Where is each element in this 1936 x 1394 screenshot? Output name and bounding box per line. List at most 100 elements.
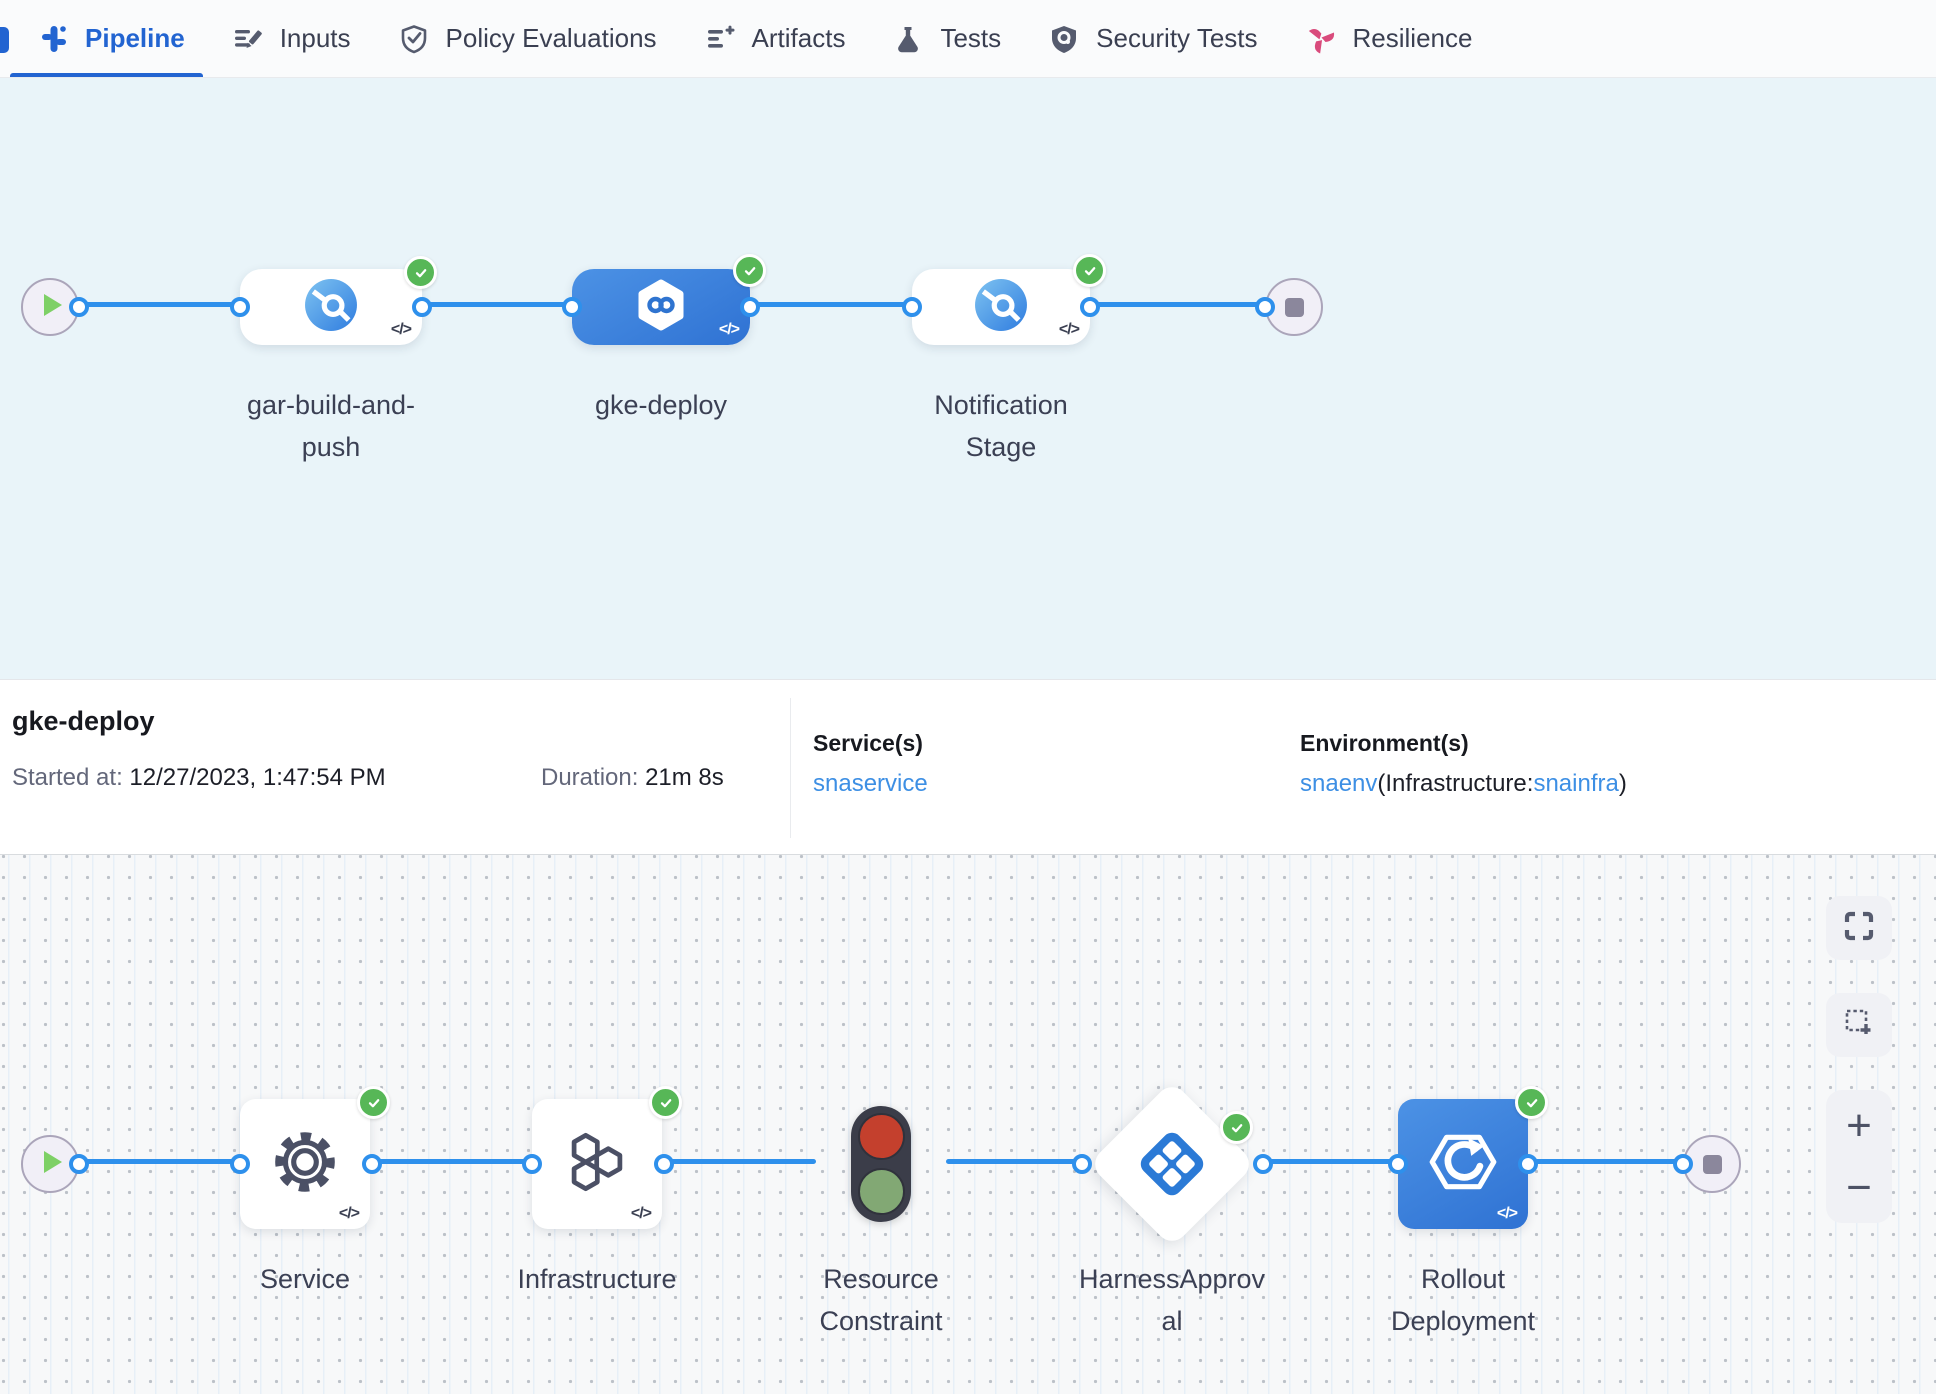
- port-dot: [412, 297, 432, 317]
- tab-tests[interactable]: Tests: [893, 0, 1001, 77]
- fullscreen-icon: [1843, 910, 1875, 947]
- stage-details-title: gke-deploy: [12, 706, 155, 736]
- environments-header: Environment(s): [1300, 730, 1469, 756]
- edge: [1263, 1159, 1398, 1164]
- tab-pipeline[interactable]: Pipeline: [10, 0, 203, 77]
- details-divider: [790, 698, 791, 838]
- clipped-nav-icon: [0, 27, 9, 53]
- success-badge: [1515, 1086, 1548, 1119]
- pipeline-end-node: [1265, 278, 1323, 336]
- port-dot: [1388, 1154, 1408, 1174]
- success-badge: [404, 256, 437, 289]
- infrastructure-hexagons-icon: [559, 1124, 635, 1205]
- environment-link[interactable]: snaenv: [1300, 770, 1378, 797]
- stage-graph-canvas[interactable]: [0, 78, 1936, 679]
- custom-stage-icon: [974, 278, 1028, 337]
- port-dot: [230, 1154, 250, 1174]
- code-glyph: </>: [1058, 321, 1080, 338]
- pipeline-start-node: [21, 278, 79, 336]
- port-dot: [562, 297, 582, 317]
- zoom-out-button[interactable]: −: [1846, 1163, 1872, 1212]
- tests-icon: [893, 24, 923, 54]
- resource-constraint-traffic-light-icon[interactable]: [851, 1106, 911, 1222]
- port-dot: [1255, 297, 1275, 317]
- traffic-light-green: [857, 1168, 905, 1215]
- stage-node-gar-build-and-push[interactable]: </>: [240, 269, 422, 345]
- services-header: Service(s): [813, 730, 923, 756]
- step-label-resource-constraint: Resource Constraint: [819, 1264, 943, 1336]
- port-dot: [230, 297, 250, 317]
- port-dot: [1673, 1154, 1693, 1174]
- stop-icon: [1284, 297, 1304, 317]
- execution-tab-bar: Pipeline Inputs Policy Evaluations Artif…: [0, 0, 1936, 78]
- zoom-in-button[interactable]: +: [1846, 1101, 1872, 1150]
- tab-resilience[interactable]: Resilience: [1306, 0, 1473, 77]
- tab-artifacts[interactable]: Artifacts: [705, 0, 846, 77]
- traffic-light-red: [857, 1113, 905, 1160]
- edge: [79, 1159, 240, 1164]
- port-dot: [69, 297, 89, 317]
- infrastructure-link[interactable]: snainfra: [1533, 770, 1619, 797]
- port-dot: [362, 1154, 382, 1174]
- policy-evaluations-icon: [399, 24, 429, 54]
- tab-label: Resilience: [1352, 23, 1473, 53]
- edge: [664, 1159, 816, 1164]
- success-badge: [1073, 254, 1106, 287]
- service-gear-icon: [268, 1125, 342, 1204]
- step-label-infrastructure: Infrastructure: [517, 1264, 677, 1294]
- step-node-infrastructure[interactable]: </>: [532, 1099, 662, 1229]
- port-dot: [1072, 1154, 1092, 1174]
- edge: [79, 302, 240, 307]
- inputs-icon: [233, 24, 263, 54]
- play-icon: [38, 1150, 63, 1179]
- stop-icon: [1702, 1154, 1722, 1174]
- code-glyph: </>: [718, 321, 740, 338]
- stage-node-notification-stage[interactable]: </>: [912, 269, 1090, 345]
- artifacts-icon: [705, 24, 735, 54]
- environment-value: snaenv(Infrastructure:snainfra): [1300, 770, 1627, 797]
- stage-label-notification-stage: Notification Stage: [934, 390, 1068, 462]
- edge: [946, 1159, 1082, 1164]
- duration-value: 21m 8s: [645, 764, 724, 791]
- play-icon: [38, 293, 63, 322]
- service-link: snaservice: [813, 770, 928, 797]
- code-glyph: </>: [630, 1205, 652, 1222]
- port-dot: [522, 1154, 542, 1174]
- security-tests-icon: [1049, 24, 1079, 54]
- success-badge: [1220, 1111, 1253, 1144]
- rollout-deployment-icon: [1425, 1124, 1501, 1205]
- tab-label: Policy Evaluations: [445, 23, 657, 53]
- fullscreen-button[interactable]: [1826, 896, 1892, 960]
- port-dot: [69, 1154, 89, 1174]
- started-at: Started at: 12/27/2023, 1:47:54 PM: [12, 764, 386, 791]
- port-dot: [654, 1154, 674, 1174]
- stage-node-gke-deploy[interactable]: </>: [572, 269, 750, 345]
- edge: [372, 1159, 532, 1164]
- step-label-harness-approval: HarnessApprov al: [1078, 1264, 1266, 1336]
- step-label-service: Service: [259, 1264, 351, 1294]
- cd-stage-icon: [632, 276, 690, 339]
- code-glyph: </>: [390, 321, 412, 338]
- approval-diamond-icon: [1134, 1126, 1210, 1207]
- marquee-selection-icon: [1843, 1007, 1875, 1044]
- success-badge: [649, 1086, 682, 1119]
- tab-label: Inputs: [279, 23, 351, 53]
- edge: [1090, 302, 1265, 307]
- duration: Duration: 21m 8s: [541, 764, 724, 791]
- code-glyph: </>: [338, 1205, 360, 1222]
- edge: [422, 302, 572, 307]
- active-tab-underline: [10, 73, 203, 77]
- edge: [750, 302, 912, 307]
- stage-details-bar: gke-deploy Started at: 12/27/2023, 1:47:…: [0, 679, 1936, 855]
- tab-inputs[interactable]: Inputs: [233, 0, 351, 77]
- step-node-service[interactable]: </>: [240, 1099, 370, 1229]
- ci-stage-icon: [304, 278, 358, 337]
- tab-policy-evaluations[interactable]: Policy Evaluations: [399, 0, 657, 77]
- zoom-control-panel: + −: [1826, 1090, 1892, 1223]
- success-badge: [733, 254, 766, 287]
- tab-label: Artifacts: [751, 23, 846, 53]
- step-node-rollout-deployment[interactable]: </>: [1398, 1099, 1528, 1229]
- tab-security-tests[interactable]: Security Tests: [1049, 0, 1258, 77]
- marquee-select-button[interactable]: [1826, 993, 1892, 1057]
